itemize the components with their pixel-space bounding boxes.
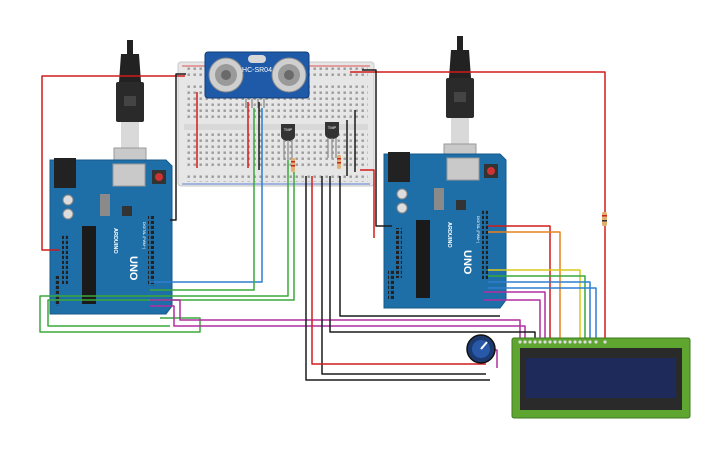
lcd-display[interactable] — [511, 337, 691, 419]
arduino-left-digital: DIGITAL (PWM~) — [142, 222, 146, 249]
potentiometer[interactable] — [466, 334, 496, 364]
temperature-sensor-left[interactable]: TMP — [281, 124, 295, 160]
resistor-right[interactable] — [337, 155, 341, 169]
arduino-right-brand: ARDUINO — [446, 222, 452, 248]
resistor-left[interactable] — [291, 158, 295, 172]
sensor-label: HC-SR04 — [242, 67, 272, 74]
temperature-sensor-right[interactable]: TMP — [325, 122, 339, 158]
tmp-right-label: TMP — [328, 125, 337, 130]
arduino-left-model: UNO — [127, 256, 139, 281]
arduino-uno-right[interactable]: ARDUINO UNO DIGITAL (PWM~) — [383, 152, 507, 309]
lcd-pins — [518, 340, 607, 344]
ultrasonic-sensor[interactable]: HC-SR04 — [204, 51, 310, 108]
arduino-right-model: UNO — [461, 250, 473, 275]
arduino-right-digital: DIGITAL (PWM~) — [476, 216, 480, 243]
arduino-left-brand: ARDUINO — [112, 228, 118, 254]
wires — [39, 69, 606, 381]
resistor-lcd[interactable] — [602, 212, 607, 226]
tmp-left-label: TMP — [284, 127, 293, 132]
arduino-uno-left[interactable]: ARDUINO UNO DIGITAL (PWM~) — [49, 158, 173, 315]
